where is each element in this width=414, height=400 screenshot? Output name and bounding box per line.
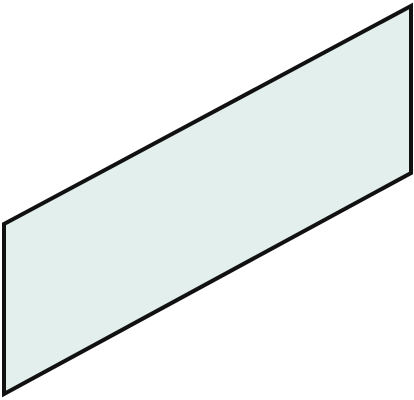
diagram-svg xyxy=(1,2,413,398)
parallelogram-shape xyxy=(1,2,413,398)
diagram-canvas xyxy=(1,2,413,398)
